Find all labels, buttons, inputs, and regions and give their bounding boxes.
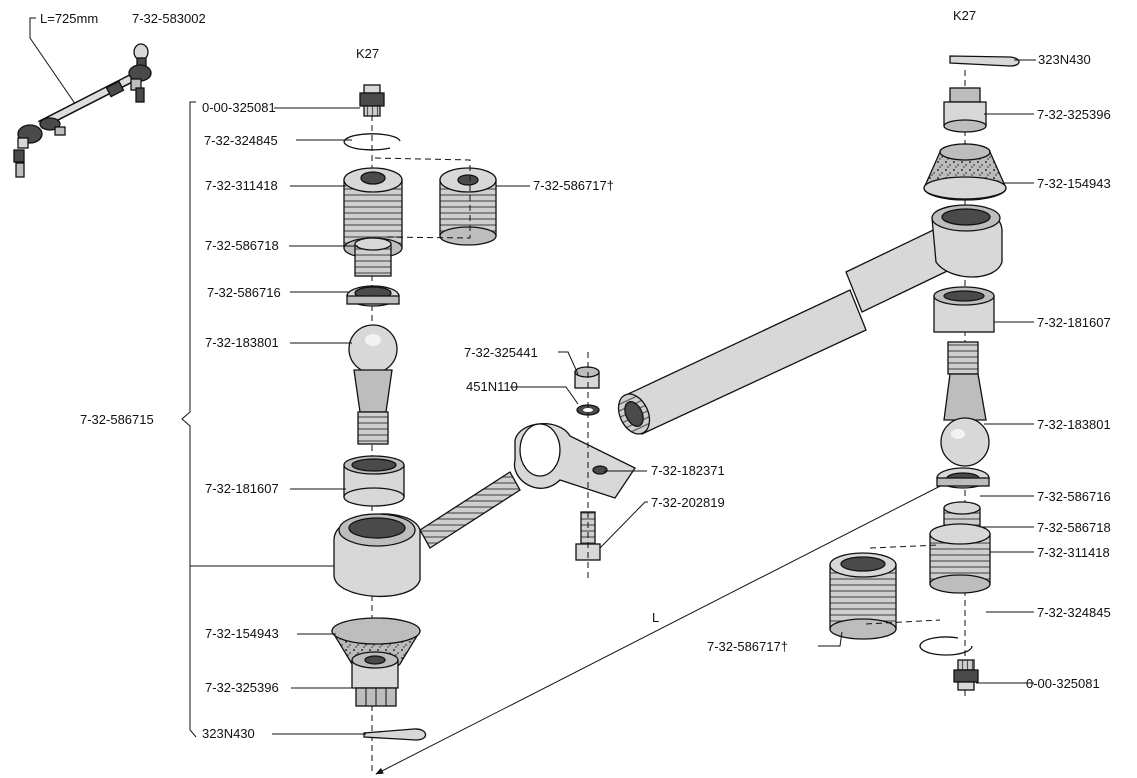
right-seat-icon: [936, 467, 990, 489]
right-bush-icon: [933, 286, 995, 333]
right-part-label: 7-32-154943: [1037, 176, 1111, 191]
center-part-label: 7-32-182371: [651, 463, 725, 478]
left-assembly: K27 7-32-586715: [80, 46, 614, 775]
left-part-label: 7-32-311418: [205, 178, 278, 193]
right-circlip-icon: [919, 636, 973, 656]
left-wrench-size: K27: [356, 46, 379, 61]
left-bracket: [181, 101, 197, 738]
right-part-label: 7-32-325396: [1037, 107, 1111, 122]
right-tie-rod-end-icon: [931, 204, 1003, 278]
center-part-label: 7-32-325441: [464, 345, 538, 360]
right-part-label: 7-32-324845: [1037, 605, 1111, 620]
right-alt-housing-icon: [829, 552, 897, 640]
left-part-label: 7-32-183801: [205, 335, 279, 350]
left-part-label: 7-32-154943: [205, 626, 279, 641]
right-part-label: 7-32-586717†: [707, 639, 788, 654]
left-part-label: 7-32-181607: [205, 481, 279, 496]
left-bracket-label: 7-32-586715: [80, 412, 154, 427]
inset-length-label: L=725mm: [40, 11, 98, 26]
left-part-label: 7-32-325396: [205, 680, 279, 695]
right-ball-stud-icon: [940, 341, 990, 467]
left-circlip-icon: [343, 133, 401, 151]
left-part-label: 7-32-324845: [204, 133, 278, 148]
inset-left-ball-joint-icon: [13, 117, 66, 178]
right-part-label: 7-32-181607: [1037, 315, 1111, 330]
right-part-label: 0-00-325081: [1026, 676, 1100, 691]
inset-right-ball-joint-icon: [128, 43, 152, 103]
left-cotter-pin-icon: [363, 728, 427, 741]
right-part-label: 7-32-183801: [1037, 417, 1111, 432]
right-part-label: 7-32-586718: [1037, 520, 1111, 535]
center-assembly: 7-32-325441 451N110 7-32-182371 7-32-202…: [375, 221, 967, 775]
left-ball-stud-icon: [348, 324, 398, 445]
right-assembly: K27: [707, 8, 1111, 700]
left-part-label: 323N430: [202, 726, 255, 741]
right-part-label: 7-32-586716: [1037, 489, 1111, 504]
right-cotter-pin-icon: [949, 55, 1020, 67]
center-nut-icon: [574, 366, 600, 389]
left-bush-icon: [343, 455, 405, 507]
center-part-label: 451N110: [466, 379, 518, 394]
left-alt-housing-icon: [439, 167, 497, 246]
inset-tie-rod: L=725mm 7-32-583002: [13, 11, 206, 178]
dimension-label: L: [652, 610, 659, 625]
left-castle-nut-icon: [351, 651, 399, 707]
left-grease-nipple-icon: [359, 84, 385, 117]
inset-part-number: 7-32-583002: [132, 11, 206, 26]
left-part-label: 0-00-325081: [202, 100, 276, 115]
right-part-label: 7-32-311418: [1037, 545, 1110, 560]
left-part-label: 7-32-586718: [205, 238, 279, 253]
left-spring-icon: [354, 237, 392, 277]
inset-clamp-icon: [105, 80, 125, 98]
right-grease-nipple-icon: [953, 659, 979, 691]
left-seat-icon: [346, 285, 400, 307]
right-castle-nut-icon: [943, 87, 987, 133]
left-part-label: 7-32-586716: [207, 285, 281, 300]
center-part-label: 7-32-202819: [651, 495, 725, 510]
right-part-label: 323N430: [1038, 52, 1091, 67]
dimension-arrow: [375, 477, 957, 775]
tie-rod-tube-icon: [617, 221, 967, 435]
clamp-icon: [513, 423, 636, 499]
right-dust-boot-icon: [923, 143, 1007, 201]
left-part-label: 7-32-586717†: [533, 178, 614, 193]
right-socket-housing-icon: [929, 523, 991, 594]
right-wrench-size: K27: [953, 8, 976, 23]
